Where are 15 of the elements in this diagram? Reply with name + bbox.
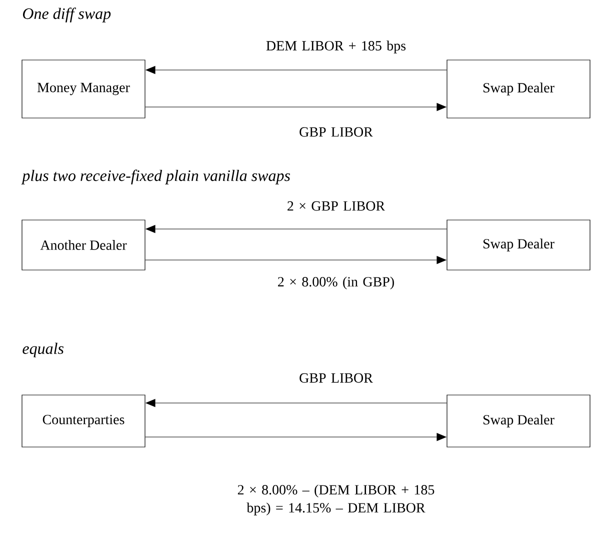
party-box: Swap Dealer (446, 220, 590, 270)
section-heading: One diff swap (23, 8, 111, 22)
party-box: Money Manager (22, 60, 146, 118)
section-heading: plus two receive-fixed plain vanilla swaps (21, 170, 290, 184)
edge-label: 2 × 8.00% (in GBP) (278, 276, 394, 290)
party-box: Counterparties (22, 394, 146, 448)
edge-label: GBP LIBOR (300, 373, 373, 383)
party-box: Swap Dealer (446, 394, 590, 448)
edge-label: GBP LIBOR (300, 127, 373, 137)
edge-label: DEM LIBOR + 185 bps (266, 40, 406, 54)
edge-label: 2 × GBP LIBOR (288, 201, 386, 211)
section-heading: equals (22, 342, 64, 358)
edge-label: 2 × 8.00% – (DEM LIBOR + 185 bps) = 14.15% – DEM LIBOR (238, 484, 434, 516)
party-box: Swap Dealer (446, 60, 590, 118)
party-box: Another Dealer (22, 220, 146, 270)
